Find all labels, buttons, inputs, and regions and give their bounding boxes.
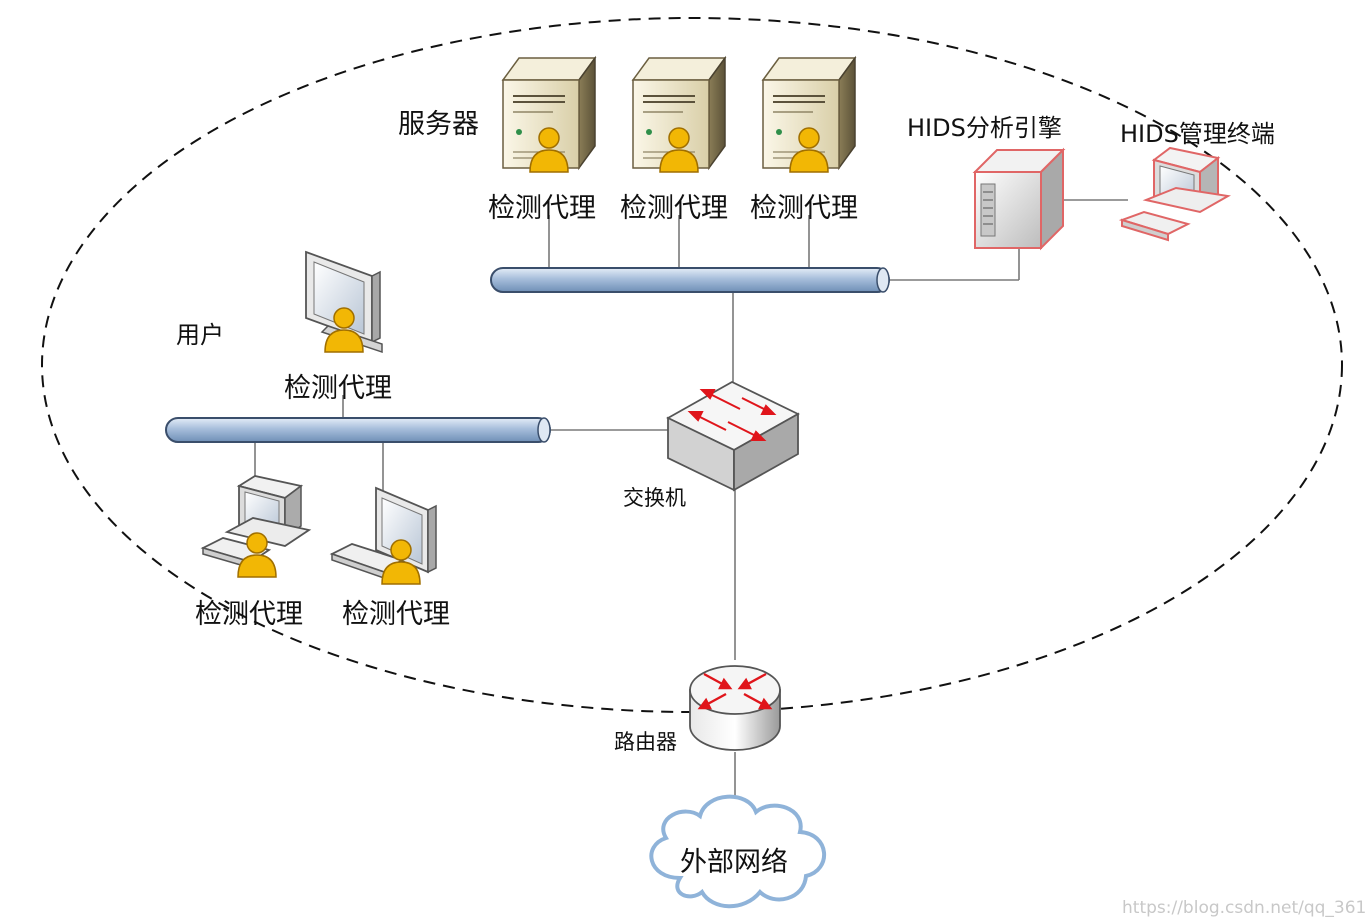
agent-label: 检测代理 [488, 193, 596, 224]
router-label: 路由器 [614, 730, 677, 754]
person-icon [237, 532, 277, 578]
servers-label: 服务器 [398, 109, 479, 140]
person-icon [789, 127, 829, 173]
hids-terminal-label: HIDS管理终端 [1120, 120, 1275, 148]
agent-label: 检测代理 [750, 193, 858, 224]
cloud-icon [649, 794, 826, 909]
agent-label: 检测代理 [195, 599, 303, 630]
person-icon [324, 307, 364, 353]
router-icon [689, 665, 781, 751]
users-label: 用户 [176, 321, 224, 349]
workstation-icon [329, 486, 437, 580]
person-icon [659, 127, 699, 173]
workstation-icon [1118, 146, 1231, 242]
hids-engine-label: HIDS分析引擎 [907, 114, 1062, 142]
user-bus [165, 417, 551, 443]
switch-icon [666, 380, 800, 492]
server-bus [490, 267, 890, 293]
person-icon [529, 127, 569, 173]
external-network-label: 外部网络 [680, 847, 788, 878]
connection-lines [254, 199, 1128, 800]
switch-label: 交换机 [623, 486, 686, 510]
agent-label: 检测代理 [284, 373, 392, 404]
agent-label: 检测代理 [620, 193, 728, 224]
person-icon [381, 539, 421, 585]
workstation-icon [200, 475, 312, 569]
hids-engine-icon [972, 147, 1066, 251]
server-2 [631, 55, 727, 171]
agent-label: 检测代理 [342, 599, 450, 630]
watermark: https://blog.csdn.net/qq_361 [1122, 898, 1367, 918]
